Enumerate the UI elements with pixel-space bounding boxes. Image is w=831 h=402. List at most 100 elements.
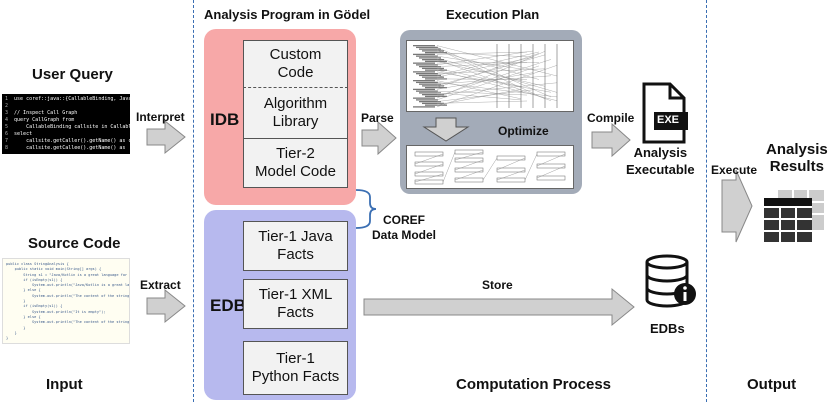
- execute-arrow: [721, 169, 753, 243]
- plan-edge: [436, 75, 552, 85]
- coref-bracket: [355, 189, 377, 229]
- plan-node: [419, 57, 441, 59]
- plan-edge: [436, 62, 540, 64]
- plan-edge: [436, 89, 534, 102]
- plan-edge: [436, 68, 522, 87]
- custom-code-box: Custom Code: [243, 40, 348, 88]
- tier2-model-label: Tier-2 Model Code: [255, 145, 336, 180]
- query-code-line: 2: [5, 103, 127, 110]
- optimized-edge: [536, 153, 566, 167]
- optimized-edge: [454, 159, 484, 171]
- source-code-line: System.out.println("The content of the s…: [31, 293, 130, 298]
- plan-edge: [436, 51, 540, 76]
- xml-facts-label: Tier-1 XML Facts: [258, 286, 333, 321]
- divider-right: [706, 0, 707, 402]
- plan-node: [413, 106, 435, 108]
- source-code-line: } else {: [6, 314, 41, 319]
- extract-arrow: [146, 288, 186, 324]
- edb-label: EDB: [210, 296, 246, 315]
- plan-node: [422, 59, 444, 61]
- optimized-node: [536, 163, 566, 169]
- plan-node: [419, 83, 441, 85]
- plan-node: [413, 88, 435, 91]
- plan-graph-bottom: [406, 145, 574, 189]
- plan-graph-top: [406, 40, 574, 112]
- source-code-line: public static void main(String[] args) {: [6, 267, 102, 272]
- optimized-edge: [414, 153, 444, 165]
- plan-node: [413, 45, 435, 47]
- plan-node: [419, 66, 441, 68]
- query-code-line: 8 callsite.getCallee().getName() as: [5, 145, 127, 152]
- line-number: 3: [5, 110, 15, 116]
- store-label: Store: [482, 278, 513, 292]
- plan-edge: [436, 89, 522, 106]
- optimized-edge: [454, 169, 484, 181]
- coref-label: COREF Data Model: [372, 213, 437, 242]
- code-text: callsite.getCallee().getName() as: [14, 145, 126, 151]
- source-code-line: }: [6, 325, 26, 330]
- optimized-edge: [414, 173, 444, 183]
- analysis-program-title: Analysis Program in Gödel: [204, 7, 371, 22]
- optimized-plan-graph: [414, 149, 566, 185]
- plan-node: [416, 81, 438, 84]
- source-code-line: System.out.println("It is empty");: [6, 309, 106, 314]
- line-number: 7: [5, 138, 15, 144]
- source-code-line: System.out.println("The content of the s…: [31, 320, 130, 325]
- custom-code-label: Custom Code: [269, 46, 322, 81]
- plan-node: [413, 53, 435, 56]
- plan-node: [422, 94, 444, 96]
- line-number: 8: [5, 145, 15, 151]
- code-text: // Inspect Call Graph: [14, 110, 78, 116]
- plan-edge: [436, 78, 528, 80]
- plan-edge: [436, 52, 534, 58]
- execute-label: Execute: [711, 163, 758, 177]
- line-number: 2: [5, 103, 15, 109]
- plan-edge: [436, 71, 552, 93]
- plan-node: [413, 62, 435, 64]
- plan-node: [425, 52, 447, 54]
- java-facts-label: Tier-1 Java Facts: [258, 228, 333, 263]
- xml-facts-box: Tier-1 XML Facts: [243, 279, 348, 329]
- optimized-node: [414, 151, 444, 157]
- code-text: callsite.getCaller().getName() as caller…: [26, 138, 130, 144]
- algorithm-library-label: Algorithm Library: [263, 95, 328, 130]
- source-code-line: }: [6, 336, 9, 341]
- source-code-lines: public class StringAnalysis { public sta…: [3, 259, 130, 343]
- source-code-title: Source Code: [28, 235, 121, 252]
- plan-edge: [436, 61, 546, 87]
- optimized-edge: [496, 169, 526, 181]
- plan-node: [425, 87, 447, 89]
- optimize-label: Optimize: [498, 124, 549, 138]
- plan-node: [419, 74, 441, 77]
- optimized-edge: [482, 157, 498, 181]
- plan-node: [416, 90, 438, 92]
- user-query-title: User Query: [32, 66, 113, 83]
- plan-node: [413, 80, 435, 82]
- plan-node: [419, 48, 441, 50]
- plan-node: [416, 46, 438, 49]
- plan-node: [422, 50, 444, 52]
- parse-arrow: [361, 120, 397, 156]
- plan-node: [422, 102, 444, 105]
- optimized-node: [536, 151, 566, 157]
- compile-label: Compile: [587, 111, 635, 125]
- plan-node: [425, 60, 447, 63]
- plan-edge: [436, 53, 540, 88]
- optimized-node: [496, 155, 526, 161]
- plan-node: [416, 73, 438, 75]
- query-code-line: 6 select: [5, 131, 127, 138]
- optimized-edge: [454, 151, 484, 161]
- optimized-node: [536, 175, 566, 181]
- query-code-line: 5 CallableBinding callsite in CallableBi…: [5, 124, 130, 131]
- input-column-label: Input: [46, 376, 83, 393]
- java-facts-box: Tier-1 Java Facts: [243, 221, 348, 271]
- optimized-edge: [414, 163, 444, 175]
- source-code-line: }: [6, 330, 17, 335]
- algorithm-library-box: Algorithm Library: [243, 87, 348, 139]
- tier2-model-box: Tier-2 Model Code: [243, 138, 348, 188]
- plan-node: [419, 101, 441, 103]
- code-text: CallableBinding callsite in CallableBind…: [26, 124, 130, 130]
- plan-edge: [436, 100, 528, 104]
- output-column-label: Output: [747, 376, 797, 393]
